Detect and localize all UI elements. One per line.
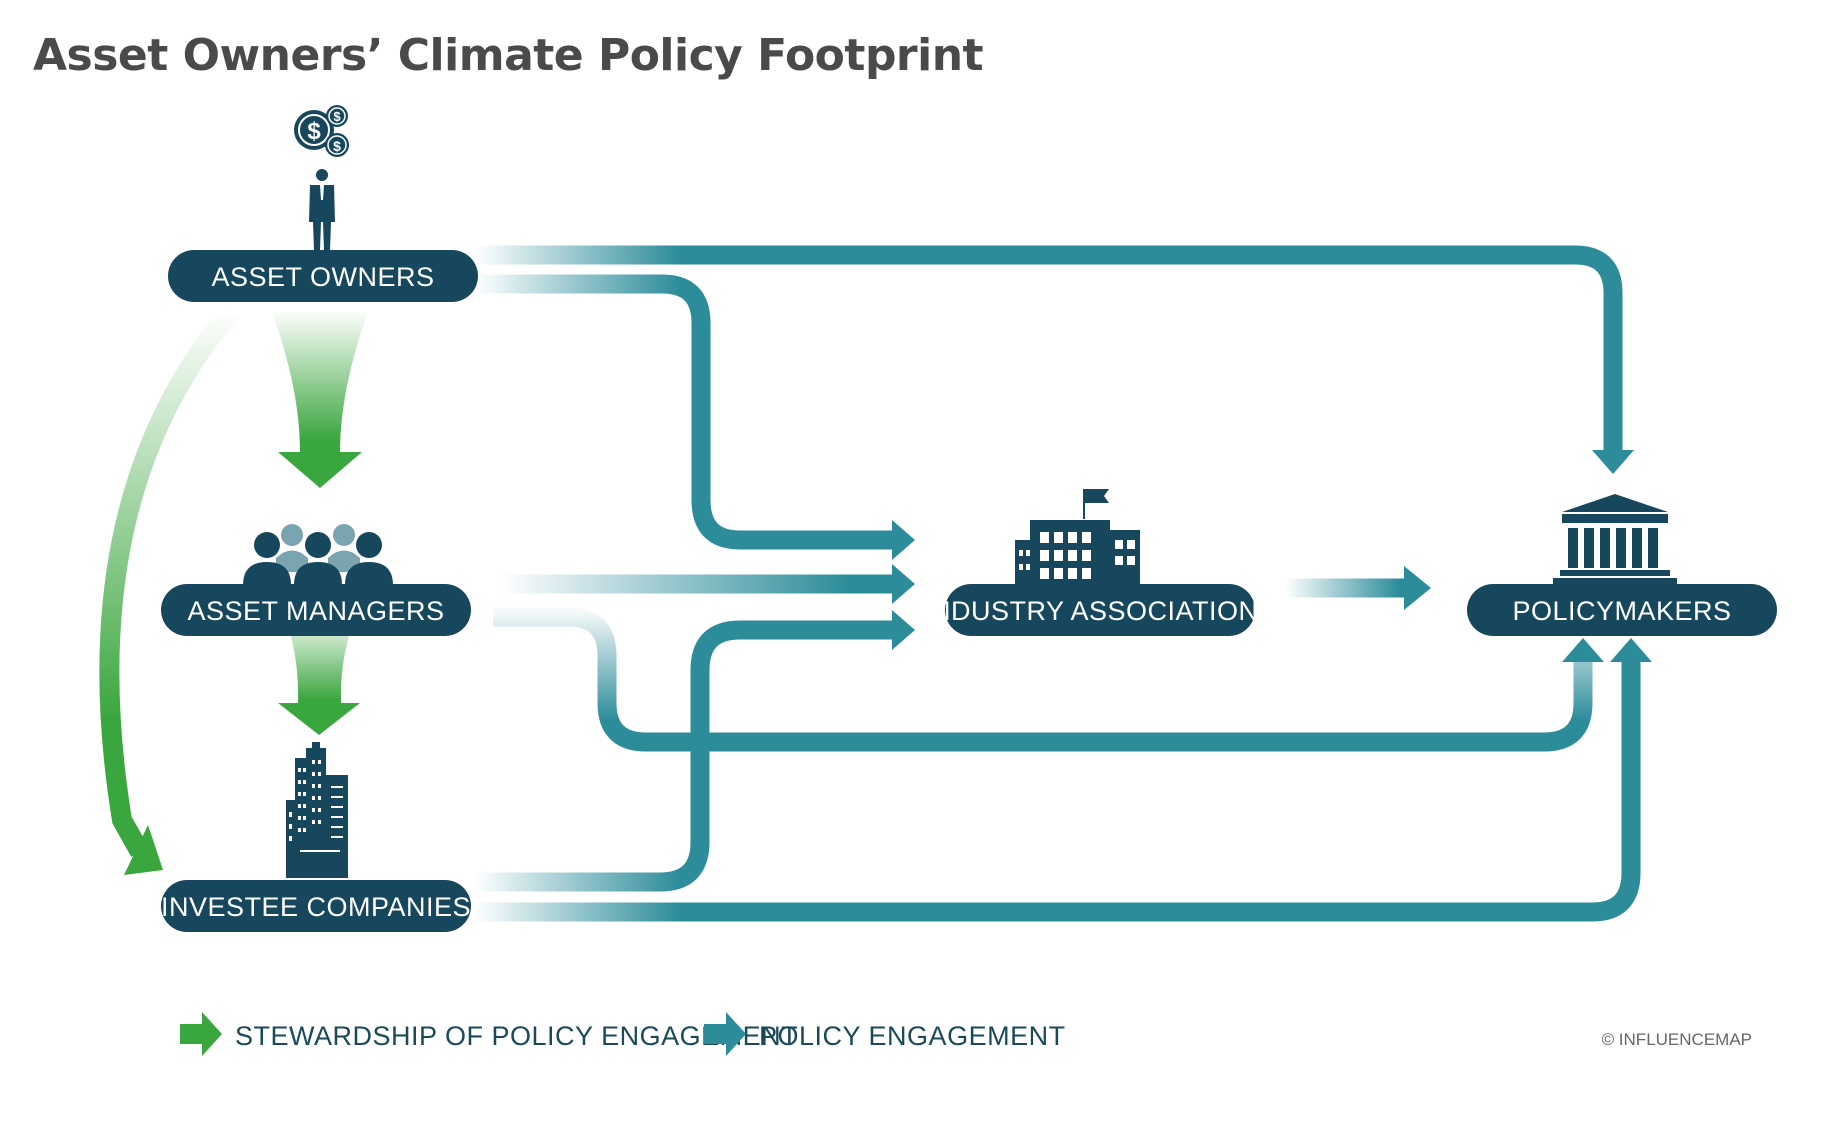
flow-associations-to-policymakers [1285,566,1431,610]
flow-owners-to-policymakers [475,245,1634,474]
arrowhead [124,825,163,875]
page-title: Asset Owners’ Climate Policy Footprint [33,30,984,81]
node-label: ASSET OWNERS [211,262,434,292]
arrowhead [892,520,915,560]
node-label: POLICYMAKERS [1512,596,1731,626]
arrowhead [1562,638,1604,662]
node-investee-companies: INVESTEE COMPANIES [161,880,471,932]
arrowhead [892,610,915,650]
arrowhead [1610,638,1652,662]
legend-label: STEWARDSHIP OF POLICY ENGAGEMENT [235,1021,798,1051]
flow-owners-to-managers-stewardship [272,312,368,488]
green-arrow-icon [180,1012,222,1056]
dollar-coins-icon: $ $ $ [294,105,349,157]
arrowhead [1592,450,1634,474]
skyscrapers-icon [286,742,348,878]
svg-text:$: $ [307,118,321,145]
flow-investees-to-policymakers [475,638,1652,922]
flow-investees-to-industry-associations [475,610,915,892]
people-group-icon [243,524,393,585]
copyright-credit: © INFLUENCEMAP [1602,1030,1752,1049]
node-label: ASSET MANAGERS [187,596,444,626]
arrowhead [1404,566,1431,610]
node-asset-managers: ASSET MANAGERS [161,584,471,636]
legend-label: POLICY ENGAGEMENT [759,1021,1066,1051]
svg-text:$: $ [333,138,341,154]
node-label: INDUSTRY ASSOCIATIONS [923,596,1277,626]
flow-managers-to-policymakers [493,607,1604,752]
svg-text:$: $ [333,109,341,124]
legend: STEWARDSHIP OF POLICY ENGAGEMENT POLICY … [180,1012,1066,1056]
legend-item-stewardship: STEWARDSHIP OF POLICY ENGAGEMENT [180,1012,798,1056]
node-policymakers: POLICYMAKERS [1467,584,1777,636]
teal-arrow-icon [704,1012,746,1056]
flow-owners-to-investees-stewardship [99,303,240,875]
legend-item-policy-engagement: POLICY ENGAGEMENT [704,1012,1066,1056]
arrowhead [892,564,915,604]
office-building-flag-icon [1015,489,1140,584]
flow-managers-to-industry-associations [500,564,915,604]
node-label: INVESTEE COMPANIES [161,892,471,922]
flow-managers-to-investees-stewardship [278,633,360,735]
businessman-icon [309,169,335,250]
node-asset-owners: ASSET OWNERS [168,250,478,302]
flow-owners-to-industry-associations [475,274,915,560]
government-building-icon [1553,494,1677,584]
node-industry-associations: INDUSTRY ASSOCIATIONS [923,584,1277,636]
